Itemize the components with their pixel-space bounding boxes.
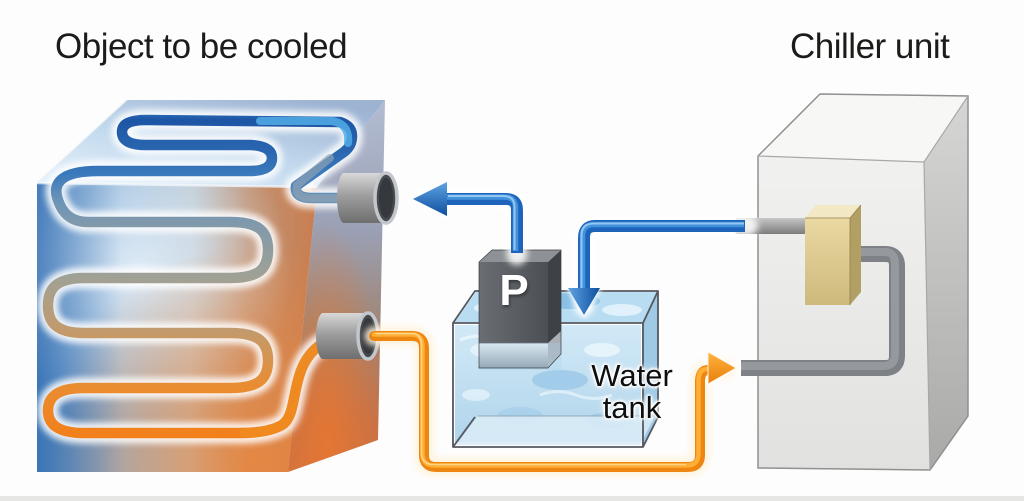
chiller-top-face (758, 94, 968, 162)
cold-pipe-pump-to-object (409, 178, 527, 265)
chiller-title: Chiller unit (790, 27, 950, 66)
pump-label: P (499, 266, 529, 315)
warm-water-pipe (364, 326, 740, 477)
tank-label: Water tank (591, 358, 673, 425)
bottom-strip (0, 496, 1024, 501)
cold-pipe-chiller-to-tank (564, 216, 758, 319)
object-title: Object to be cooled (55, 27, 348, 66)
arrow-down-icon (568, 288, 600, 315)
coil-warm-exit (239, 340, 325, 438)
cooling-coil (42, 114, 358, 439)
tank-water-right (642, 292, 658, 447)
heat-exchanger-port (805, 204, 862, 305)
chiller-front-face (758, 156, 930, 470)
chiller-right-face (924, 96, 968, 470)
object-port-bottom (316, 311, 380, 361)
pump-submerged (479, 343, 548, 368)
coil-bright-segment (256, 117, 353, 147)
cooled-object-cube (36, 99, 399, 472)
chiller-unit (735, 93, 969, 471)
arrow-right-icon (707, 351, 738, 385)
tank-outline (452, 290, 659, 448)
object-port-top (337, 171, 399, 225)
arrow-left-icon (413, 182, 447, 216)
tank-inner-bottom (456, 416, 655, 445)
